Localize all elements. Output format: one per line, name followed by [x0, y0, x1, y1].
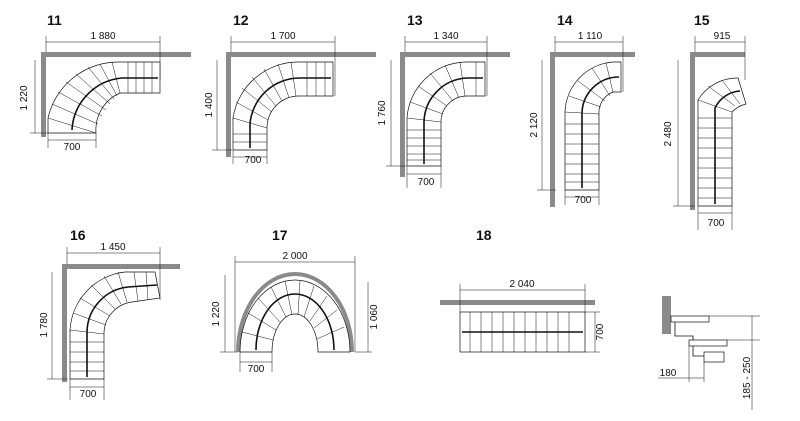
diagram-18: 18 2 040 700: [440, 227, 606, 353]
diagram-15-width: 915: [714, 31, 731, 42]
diagram-14-stairs: [564, 61, 622, 191]
diagram-17-base: 700: [248, 364, 265, 375]
diagram-14: 14 1 110 2 120 700: [529, 12, 635, 207]
diagram-12-number: 12: [233, 12, 249, 28]
diagram-13-number: 13: [407, 12, 423, 28]
diagram-18-number: 18: [476, 227, 492, 243]
diagram-13-base: 700: [418, 177, 435, 188]
step-detail-step: 180: [660, 368, 677, 379]
diagram-11-base: 700: [64, 142, 81, 153]
diagram-12-height: 1 400: [204, 92, 215, 117]
diagram-18-width: 2 040: [509, 279, 534, 290]
diagram-12-stairs: [232, 61, 334, 151]
diagram-17-height: 1 220: [211, 301, 222, 326]
diagram-18-stairs: [459, 311, 586, 353]
diagram-13-height: 1 760: [377, 100, 388, 125]
diagram-17-stairs: [236, 272, 354, 353]
diagram-17-right-height: 1 060: [369, 304, 380, 329]
diagram-15-number: 15: [694, 12, 710, 28]
diagram-12-base: 700: [245, 155, 262, 166]
diagram-15-base: 700: [708, 218, 725, 229]
diagram-11: 11 1 880 1 220 700: [19, 12, 191, 153]
diagram-17-width: 2 000: [282, 251, 307, 262]
diagram-16-width: 1 450: [100, 242, 125, 253]
diagram-16-height: 1 780: [39, 312, 50, 337]
diagram-13: 13 1 340 1 760 700: [377, 12, 510, 188]
diagram-16-stairs: [69, 271, 161, 380]
diagram-12-width: 1 700: [270, 31, 295, 42]
diagram-18-side: 700: [595, 323, 606, 340]
diagram-16-number: 16: [70, 227, 86, 243]
diagram-13-width: 1 340: [433, 31, 458, 42]
step-detail: 185 - 250 180: [658, 296, 760, 410]
diagram-17-number: 17: [272, 227, 288, 243]
diagram-17: 17 2 000 1 220 1 060 700: [211, 227, 380, 375]
diagram-16-base: 700: [80, 389, 97, 400]
diagram-15-stairs: [697, 77, 747, 207]
diagram-15-height: 2 480: [663, 121, 674, 146]
diagram-11-number: 11: [47, 12, 62, 28]
diagram-15: 15 915 2 480 700: [663, 12, 747, 230]
diagram-14-base: 700: [575, 195, 592, 206]
diagram-14-height: 2 120: [529, 112, 540, 137]
diagram-14-number: 14: [557, 12, 573, 28]
diagram-12: 12 1 700 1 400 700: [204, 12, 376, 166]
step-detail-rise: 185 - 250: [742, 356, 753, 399]
diagram-11-height: 1 220: [19, 85, 30, 110]
diagram-14-width: 1 110: [578, 31, 603, 42]
diagram-11-stairs: [47, 61, 161, 134]
diagram-13-stairs: [406, 61, 486, 167]
diagram-11-width: 1 880: [90, 31, 115, 42]
diagram-16: 16 1 450 1 780 700: [39, 227, 180, 400]
